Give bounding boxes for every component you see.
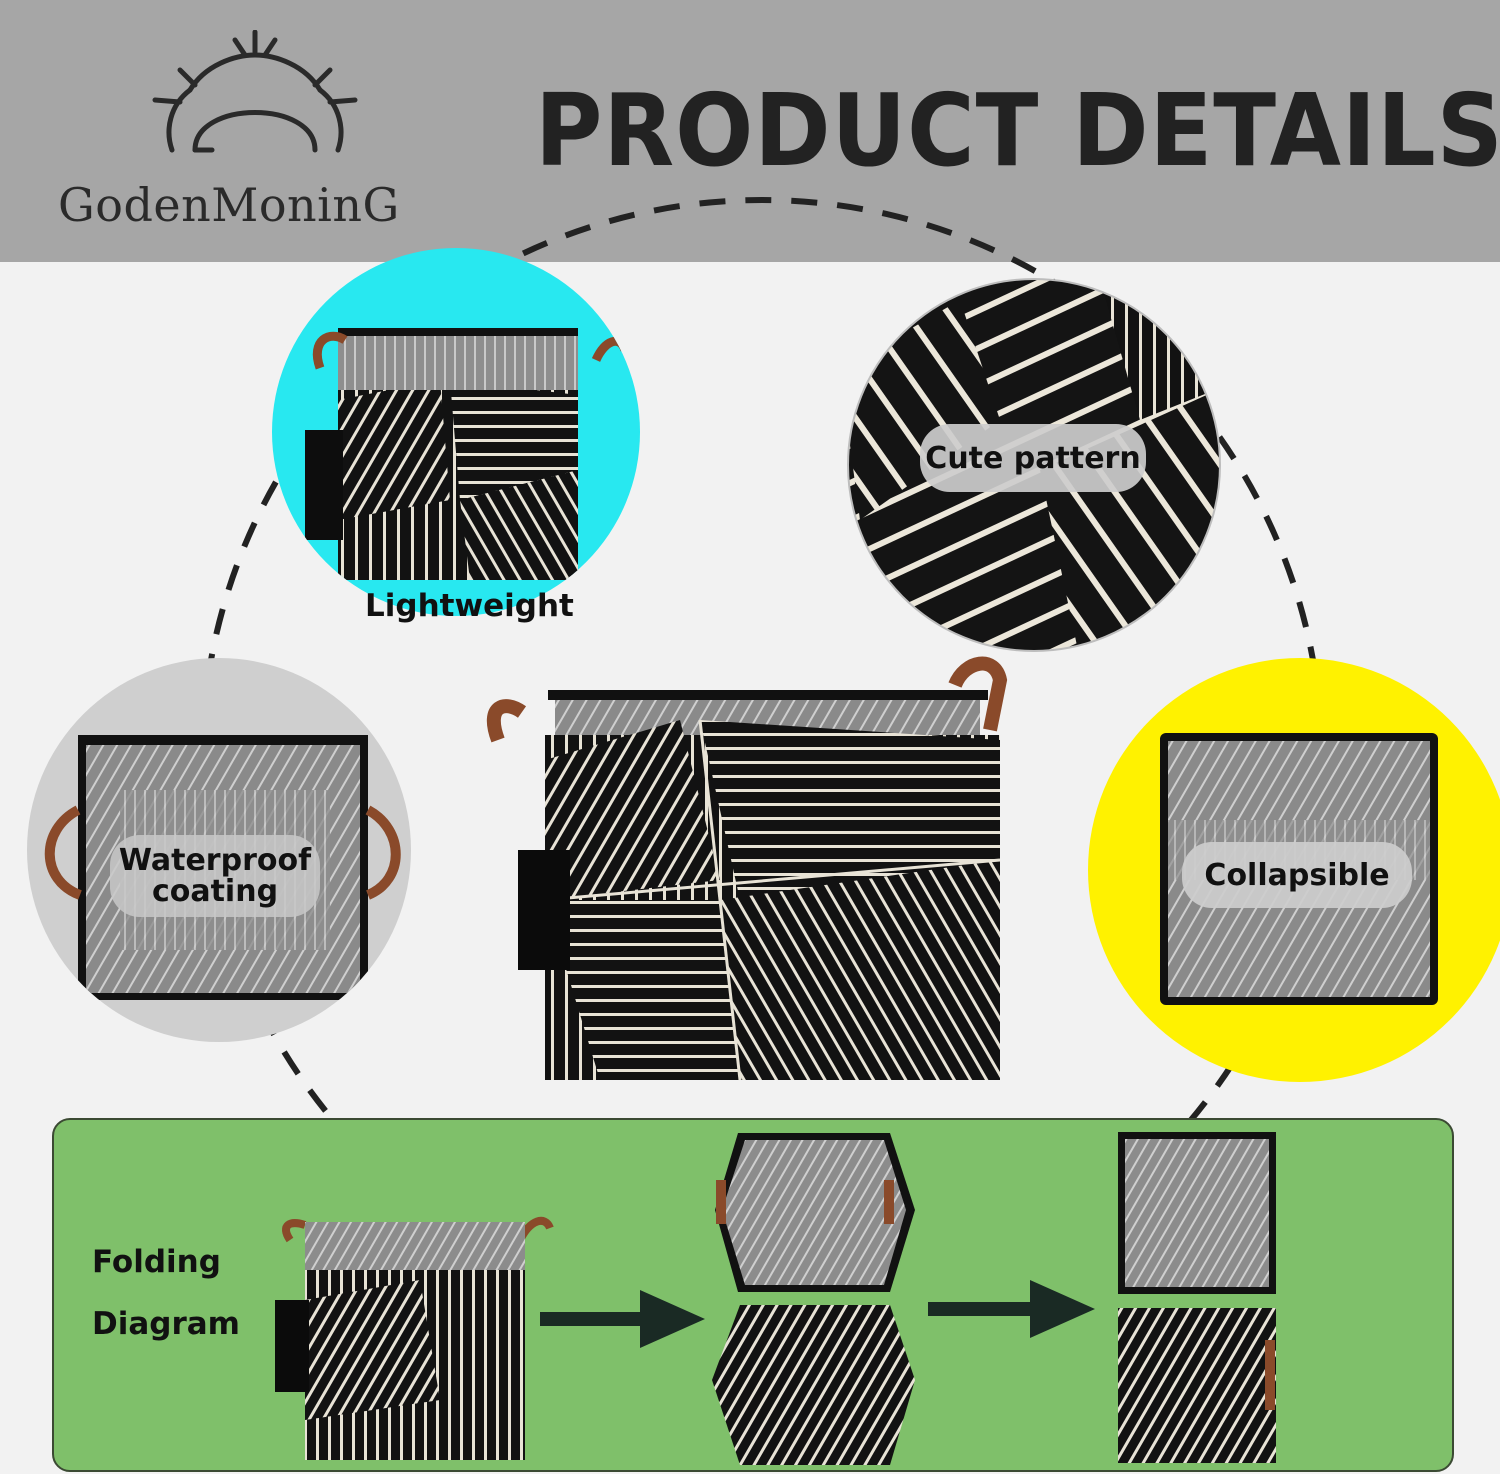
fold-step3-top bbox=[1118, 1132, 1276, 1294]
right-arrow-icon-2 bbox=[928, 1280, 1095, 1338]
folding-label-line1: Folding bbox=[92, 1244, 221, 1280]
cute-pattern-text: Cute pattern bbox=[925, 440, 1141, 476]
waterproof-line1: Waterproof bbox=[118, 842, 312, 878]
fold-step2-top bbox=[715, 1133, 915, 1292]
lightweight-circle bbox=[272, 248, 640, 616]
folding-label-line2: Diagram bbox=[92, 1306, 240, 1342]
main-basket bbox=[486, 656, 1008, 1081]
waterproof-label: Waterproof coating bbox=[110, 835, 320, 917]
sunrise-logo-icon bbox=[152, 30, 358, 153]
waterproof-line2: coating bbox=[151, 874, 279, 909]
page-title: PRODUCT DETAILS bbox=[535, 72, 1500, 189]
fold-step2-bottom bbox=[712, 1305, 915, 1465]
brand-name: GodenMoninG bbox=[58, 178, 400, 232]
lightweight-label: Lightweight bbox=[365, 588, 574, 624]
cute-pattern-label: Cute pattern bbox=[920, 424, 1146, 492]
fold-step3-bottom bbox=[1118, 1308, 1276, 1463]
header-banner: GodenMoninG PRODUCT DETAILS bbox=[0, 0, 1500, 262]
collapsible-label: Collapsible bbox=[1182, 842, 1412, 908]
collapsible-text: Collapsible bbox=[1204, 857, 1390, 893]
right-arrow-icon bbox=[540, 1290, 705, 1348]
fold-step1-basket bbox=[275, 1216, 554, 1460]
